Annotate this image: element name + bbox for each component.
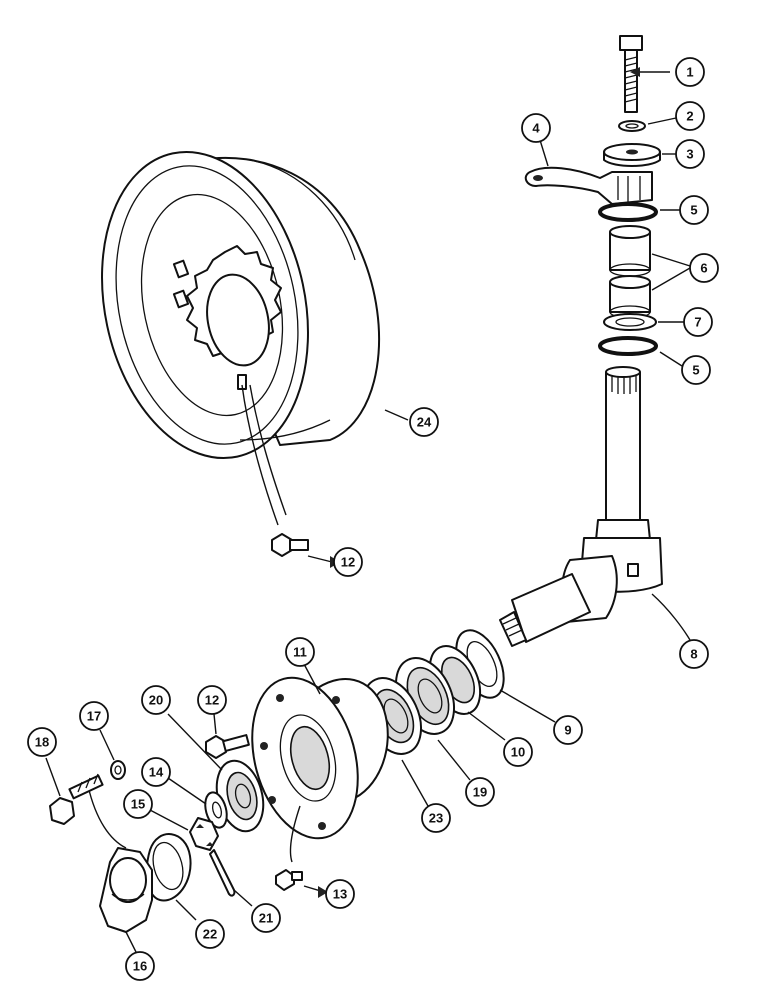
callout-20: 20	[141, 685, 171, 715]
callout-13: 13	[325, 879, 355, 909]
svg-text:23: 23	[429, 811, 443, 826]
svg-text:10: 10	[511, 745, 525, 760]
callout-15: 15	[123, 789, 153, 819]
svg-text:17: 17	[87, 709, 101, 724]
svg-text:5: 5	[692, 363, 699, 378]
callout-1: 1	[675, 57, 705, 87]
callout-9: 9	[553, 715, 583, 745]
callout-17: 17	[79, 701, 109, 731]
callout-5-upper: 5	[679, 195, 709, 225]
callout-10: 10	[503, 737, 533, 767]
callout-18: 18	[27, 727, 57, 757]
callout-14: 14	[141, 757, 171, 787]
svg-text:5: 5	[690, 203, 697, 218]
seal-ring-lower	[598, 336, 683, 367]
svg-text:3: 3	[686, 147, 693, 162]
cap-bolt	[45, 757, 104, 825]
callout-3: 3	[675, 139, 705, 169]
callout-6: 6	[689, 253, 719, 283]
lock-washer	[99, 729, 126, 780]
callout-12-wheel: 12	[333, 547, 363, 577]
svg-text:21: 21	[259, 911, 273, 926]
svg-text:2: 2	[686, 109, 693, 124]
callout-5-lower: 5	[681, 355, 711, 385]
svg-text:8: 8	[690, 647, 697, 662]
callout-4: 4	[521, 113, 551, 143]
hub-bolt	[205, 713, 250, 759]
callout-24: 24	[409, 407, 439, 437]
cap-3	[603, 143, 676, 167]
svg-text:1: 1	[686, 65, 693, 80]
svg-text:6: 6	[700, 261, 707, 276]
svg-text:12: 12	[205, 693, 219, 708]
seal-ring-upper	[598, 202, 680, 222]
svg-text:24: 24	[417, 415, 432, 430]
svg-text:15: 15	[131, 797, 145, 812]
callout-8: 8	[679, 639, 709, 669]
callout-7: 7	[683, 307, 713, 337]
svg-text:11: 11	[293, 645, 307, 660]
spindle	[499, 366, 691, 647]
callout-21: 21	[251, 903, 281, 933]
svg-text:22: 22	[203, 927, 217, 942]
svg-text:18: 18	[35, 735, 49, 750]
callout-23: 23	[421, 803, 451, 833]
svg-text:19: 19	[473, 785, 487, 800]
washer-14	[167, 777, 228, 829]
callouts: 1 2 3 4 5 6 7 5 8 9 10 11 12 12 13 14 15…	[27, 57, 719, 981]
svg-text:14: 14	[149, 765, 164, 780]
callout-12-hub: 12	[197, 685, 227, 715]
svg-text:4: 4	[532, 121, 540, 136]
bushings	[609, 225, 691, 319]
svg-text:20: 20	[149, 693, 163, 708]
callout-22: 22	[195, 919, 225, 949]
split-pin	[209, 849, 253, 907]
thrust-washer	[603, 313, 684, 331]
hub-cap	[87, 785, 153, 953]
svg-text:9: 9	[564, 723, 571, 738]
svg-text:12: 12	[341, 555, 355, 570]
grease-nipple	[275, 869, 328, 898]
wheel-rim	[101, 150, 409, 526]
wheel-bolt	[271, 533, 340, 568]
outer-bearing	[167, 713, 265, 833]
callout-11: 11	[285, 637, 315, 667]
wheel-hub	[251, 663, 389, 863]
top-bolt	[619, 35, 670, 113]
callout-19: 19	[465, 777, 495, 807]
steering-arm	[524, 139, 653, 205]
svg-text:16: 16	[133, 959, 147, 974]
callout-2: 2	[675, 101, 705, 131]
washer-2	[618, 117, 677, 132]
svg-text:13: 13	[333, 887, 347, 902]
callout-16: 16	[125, 951, 155, 981]
castle-nut	[149, 809, 219, 851]
svg-text:7: 7	[694, 315, 701, 330]
gasket	[145, 833, 197, 921]
